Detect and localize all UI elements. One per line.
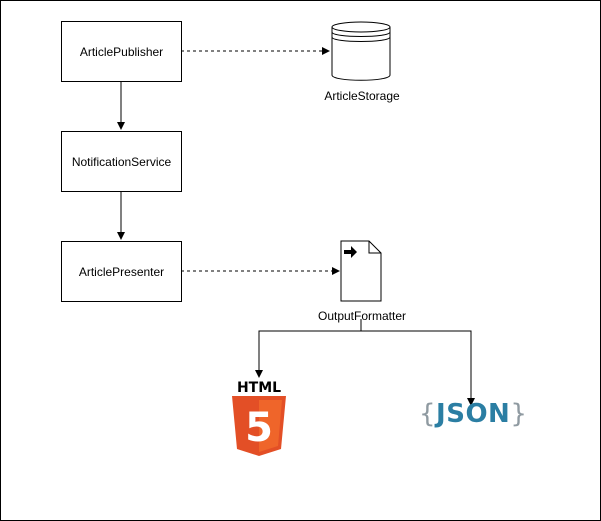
edge-formatter-to-json (361, 330, 475, 406)
edge-formatter-to-html (255, 319, 362, 378)
node-label: ArticlePresenter (78, 264, 165, 279)
json-wordmark: JSON (436, 399, 511, 429)
html5-badge-number: 5 (245, 405, 273, 451)
html5-logo-icon[interactable]: HTML 5 (230, 379, 288, 457)
node-label: NotificationService (71, 154, 172, 169)
html-wordmark: HTML (237, 380, 281, 396)
database-icon[interactable] (329, 20, 393, 84)
node-article-publisher[interactable]: ArticlePublisher (61, 21, 182, 82)
node-label-article-storage: ArticleStorage (324, 89, 400, 103)
node-notification-service[interactable]: NotificationService (61, 131, 182, 192)
json-open-brace: { (419, 399, 437, 429)
arrow-right-icon (344, 246, 357, 258)
document-icon[interactable] (340, 240, 382, 302)
json-close-brace: } (510, 399, 528, 429)
node-label: ArticlePublisher (79, 44, 164, 59)
node-article-presenter[interactable]: ArticlePresenter (61, 241, 182, 302)
node-label-output-formatter: OutputFormatter (317, 309, 407, 323)
json-logo-icon[interactable]: {JSON} (419, 399, 527, 429)
